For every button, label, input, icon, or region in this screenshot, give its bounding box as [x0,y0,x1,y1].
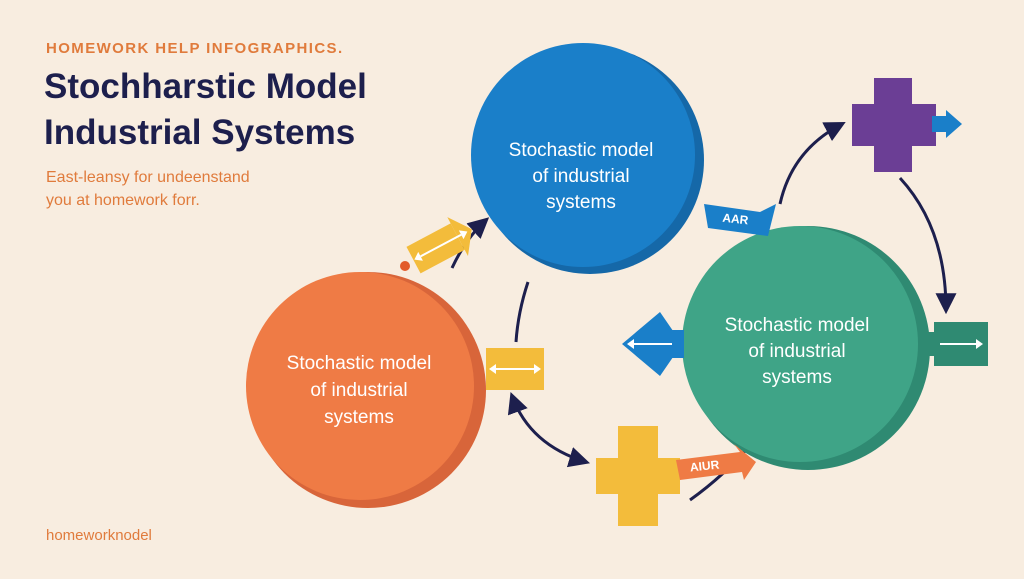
node-orange: Stochastic model of industrial systems [246,272,486,508]
node-teal-line-3: systems [762,367,832,388]
footer-label: homeworknodel [46,527,152,544]
plus-icon [852,78,962,172]
ribbon-orange-label: AIUR [689,457,720,474]
node-blue-line-3: systems [546,192,616,213]
ribbon-blue: AAR [704,204,776,236]
center-double-arrow-head-left [489,364,496,374]
subtitle-line-2: you at homework forr. [46,192,200,209]
node-orange-line-3: systems [324,407,394,428]
left-arrow-icon [622,312,684,376]
center-double-arrow-head-right [534,364,541,374]
subtitle: East-leansy for undeenstand you at homew… [46,166,250,212]
connector-bidirectional-bottom [507,392,591,468]
yellow-plus-icon [596,426,680,526]
double-arrow-icon [406,217,472,274]
node-teal: Stochastic model of industrial systems [682,226,930,470]
right-arrow-tag-cap [922,332,936,356]
double-arrow-tag-pin [400,261,410,271]
connector-purple-to-right-tag [898,176,957,315]
purple-plus-arrow-head [946,110,962,138]
left-arrow-tag-head [627,339,634,349]
double-arrow-tag-line [420,233,462,258]
page-title: Stochharstic Model Industrial Systems [44,64,367,156]
node-teal-line-1: Stochastic model [725,315,870,336]
right-arrow-icon [922,322,988,366]
node-blue-line-2: of industrial [532,166,629,187]
connector-teal-to-purple [778,122,846,205]
node-orange-circle [246,272,474,500]
double-arrow-tag-head-left [414,251,423,261]
purple-plus-arrow-stem [932,116,948,132]
purple-plus-shape [852,78,936,172]
node-teal-circle [682,226,918,462]
ribbon-orange-shape [676,444,756,480]
node-blue: Stochastic model of industrial systems [471,43,704,274]
connector-blue-to-center [514,281,530,343]
node-blue-circle [471,43,695,267]
node-orange-line-1: Stochastic model [287,353,432,374]
title-line-2: Industrial Systems [44,113,356,152]
right-arrow-tag-head [976,339,983,349]
eyebrow-label: HOMEWORK HELP INFOGRAPHICS. [46,40,344,57]
yellow-plus-shape [596,426,680,526]
node-teal-line-2: of industrial [748,341,845,362]
node-orange-line-2: of industrial [310,380,407,401]
ribbon-blue-shape [704,204,776,236]
node-blue-line-1: Stochastic model [509,140,654,161]
subtitle-line-1: East-leansy for undeenstand [46,169,250,186]
title-line-1: Stochharstic Model [44,67,367,106]
double-arrow-tag-head-right [458,230,468,240]
ribbon-orange: AIUR [676,444,756,480]
center-double-arrow [486,348,544,390]
ribbon-blue-label: AAR [722,211,750,228]
